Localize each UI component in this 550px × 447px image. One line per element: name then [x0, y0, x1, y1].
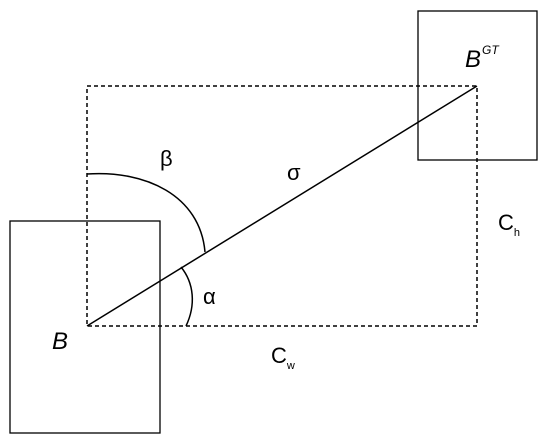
alpha-arc [180, 266, 194, 327]
label-c-w-main: C [271, 343, 287, 368]
label-c-w: Cw [271, 343, 295, 372]
beta-arc [86, 172, 206, 253]
label-c-h: Ch [498, 210, 520, 239]
label-c-h-main: C [498, 210, 514, 235]
label-c-w-subscript: w [286, 360, 295, 372]
label-b: B [52, 328, 68, 355]
label-sigma: σ [287, 160, 301, 185]
center-line [86, 85, 478, 327]
label-b-gt-main: B [465, 46, 481, 73]
label-beta: β [160, 146, 173, 171]
label-gt-superscript: GT [482, 43, 500, 57]
box-b [9, 220, 161, 434]
label-alpha: α [203, 284, 216, 309]
label-c-h-subscript: h [514, 227, 520, 239]
label-b-gt: BGT [465, 43, 500, 73]
